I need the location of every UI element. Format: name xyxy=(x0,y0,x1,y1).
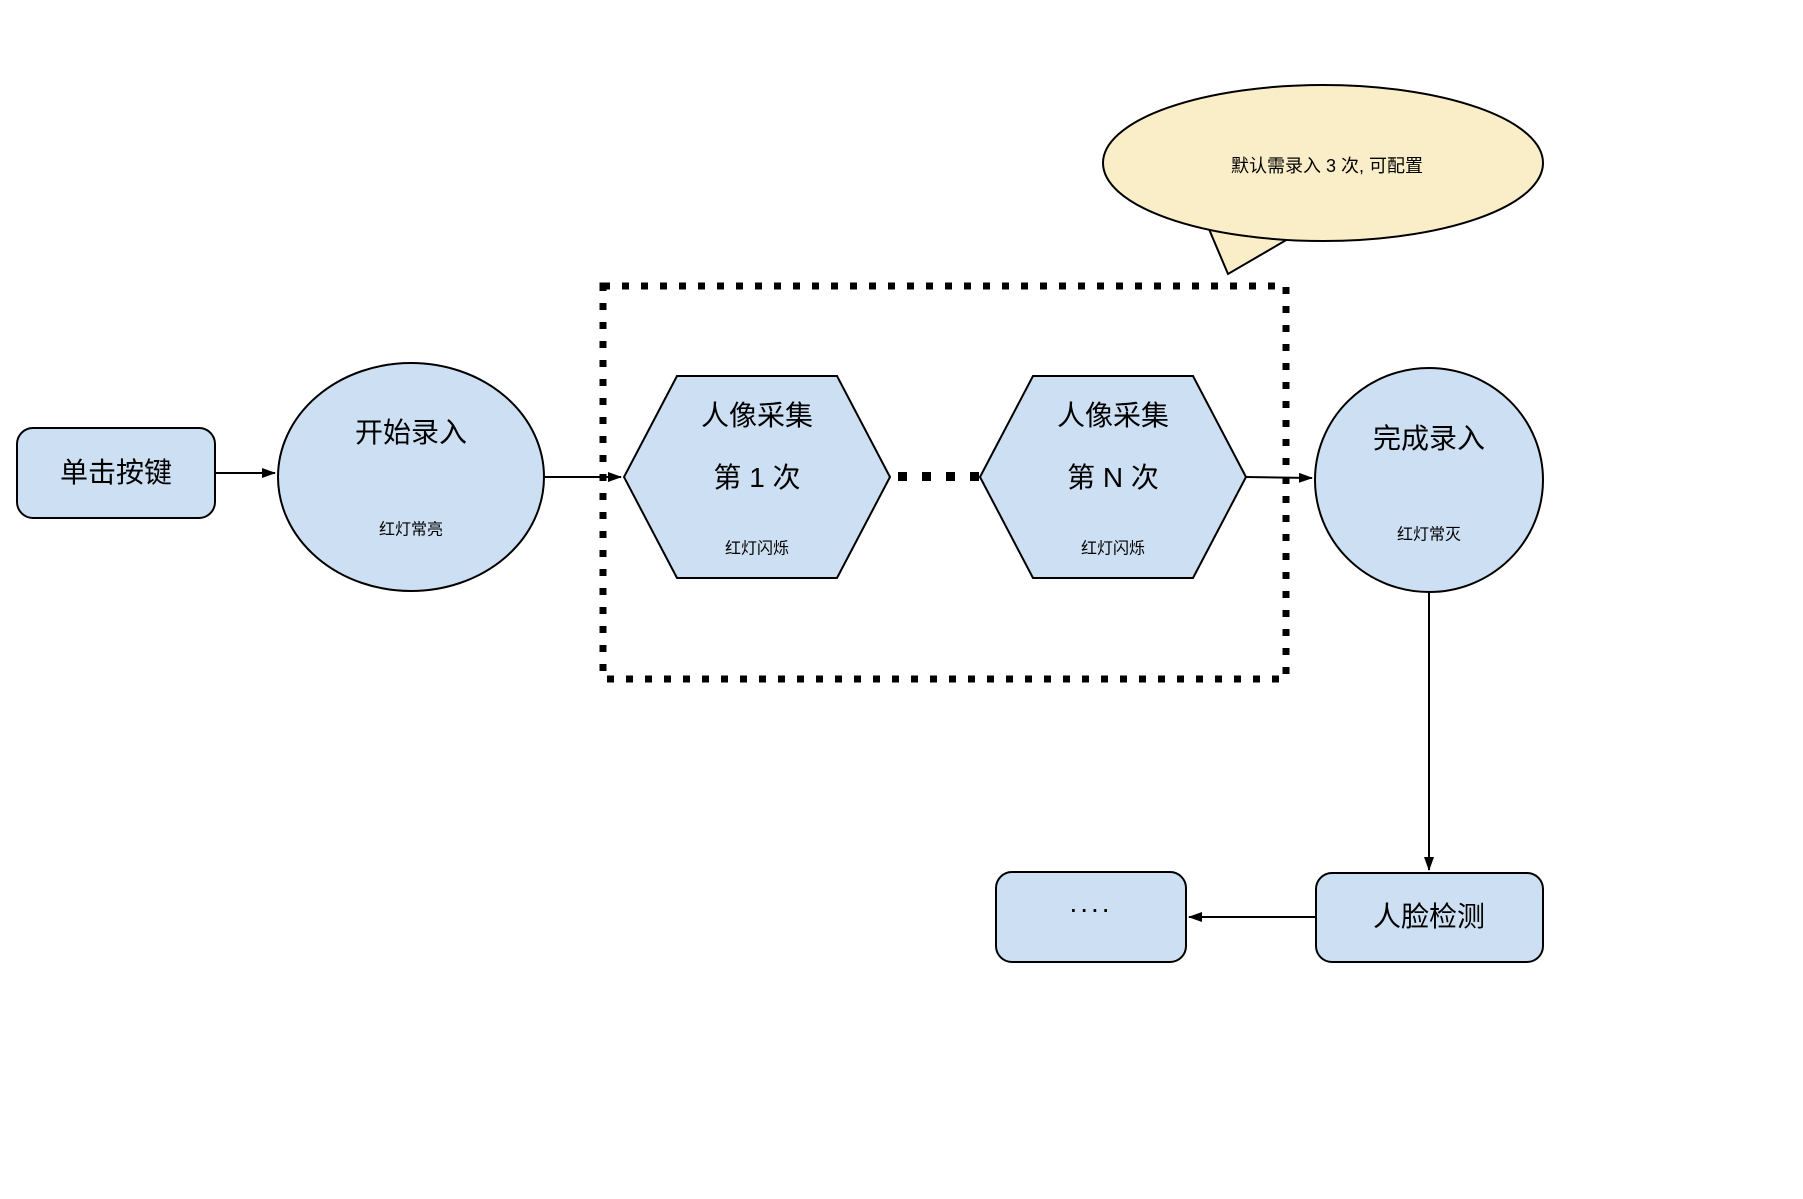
start-enroll-label: 开始录入 xyxy=(354,417,468,449)
capture-nth-line2: 第 N 次 xyxy=(1067,462,1159,494)
more-steps-shape xyxy=(995,871,1187,963)
capture-first-line1: 人像采集 xyxy=(700,400,814,432)
face-detection-label: 人脸检测 xyxy=(1372,901,1486,933)
finish-enroll-shape xyxy=(1314,367,1544,593)
arrow-captureN-to-finish xyxy=(1245,472,1313,483)
ellipsis-dots-icon xyxy=(898,472,979,481)
capture-first-line2: 第 1 次 xyxy=(713,462,801,494)
capture-nth-line1: 人像采集 xyxy=(1056,400,1170,432)
capture-group-dotted-border xyxy=(599,282,1290,683)
finish-enroll-status: 红灯常灭 xyxy=(1396,526,1462,544)
capture-nth-status: 红灯闪烁 xyxy=(1080,540,1146,558)
more-steps-label: .... xyxy=(1069,887,1113,919)
callout-text: 默认需录入 3 次, 可配置 xyxy=(1230,156,1424,177)
capture-first-status: 红灯闪烁 xyxy=(724,540,790,558)
start-button-label: 单击按键 xyxy=(59,457,173,489)
capture-first-shape xyxy=(622,375,892,579)
callout-bubble xyxy=(1102,84,1544,242)
start-enroll-status: 红灯常亮 xyxy=(378,521,444,539)
finish-enroll-label: 完成录入 xyxy=(1372,423,1486,455)
start-enroll-shape xyxy=(277,362,545,592)
